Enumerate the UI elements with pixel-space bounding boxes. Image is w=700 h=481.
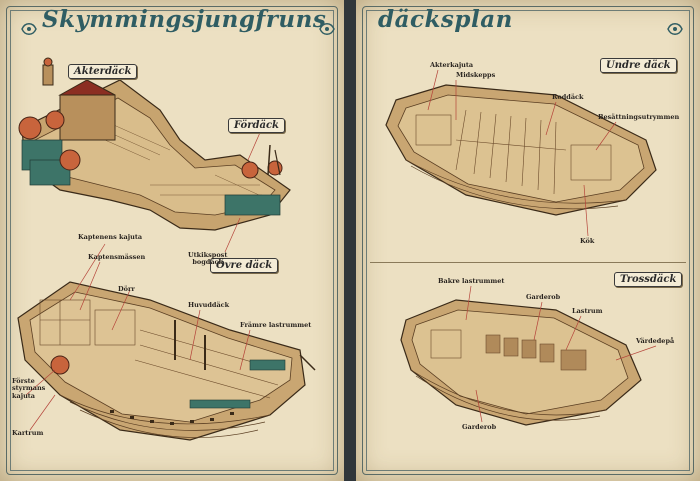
book-binding <box>344 0 356 481</box>
right-page: däcksplan <box>356 0 700 481</box>
label-kaptenens-kajuta: Kaptenens kajuta <box>78 233 143 241</box>
section-banner-ovre-dack: Övre däck <box>210 258 279 273</box>
section-banner-undre-dack: Undre däck <box>600 58 677 73</box>
label-utkikspost: Utkikspost bogdäck <box>188 251 228 267</box>
label-framre-lastrummet: Främre lastrummet <box>240 321 312 329</box>
page-frame <box>362 6 694 475</box>
label-vardedepa: Värdedepå <box>636 337 675 345</box>
page-frame-inner <box>10 10 334 471</box>
label-bakre-lastrummet: Bakre lastrummet <box>438 277 505 285</box>
page-title-right: däcksplan <box>378 6 513 33</box>
corner-ornament-icon <box>667 23 683 35</box>
upper-deck-ship-illustration <box>17 57 316 441</box>
label-midskepps: Midskepps <box>456 71 496 79</box>
section-banner-trossdack: Trossdäck <box>614 272 683 287</box>
section-banner-akterdack: Akterdäck <box>68 64 138 79</box>
left-page: Skymmingsjungfruns <box>0 0 344 481</box>
label-dorr: Dörr <box>118 285 135 293</box>
label-garderob-bottom: Garderob <box>462 423 497 431</box>
label-lastrum: Lastrum <box>572 307 603 315</box>
label-huvuddack: Huvuddäck <box>188 301 230 309</box>
label-kaptensmassen: Kaptensmässen <box>88 253 146 261</box>
section-divider <box>370 262 686 263</box>
label-roddack: Roddäck <box>552 93 584 101</box>
label-kok: Kök <box>580 237 595 245</box>
label-akterkajuta: Akterkajuta <box>430 61 474 69</box>
label-besattningsutrymmen: Besättningsutrymmen <box>598 113 680 121</box>
section-banner-fordack: Fördäck <box>228 118 285 133</box>
label-forste-styrmans-kajuta: Förste styrmans kajuta <box>12 377 46 400</box>
corner-ornament-icon <box>21 23 37 35</box>
page-title-left: Skymmingsjungfruns <box>42 6 327 33</box>
label-kartrum: Kartrum <box>12 429 44 437</box>
page-frame-inner <box>366 10 690 471</box>
corner-ornament-icon <box>319 23 335 35</box>
label-garderob-top: Garderob <box>526 293 561 301</box>
page-frame <box>6 6 338 475</box>
lower-decks-illustration <box>385 69 657 426</box>
